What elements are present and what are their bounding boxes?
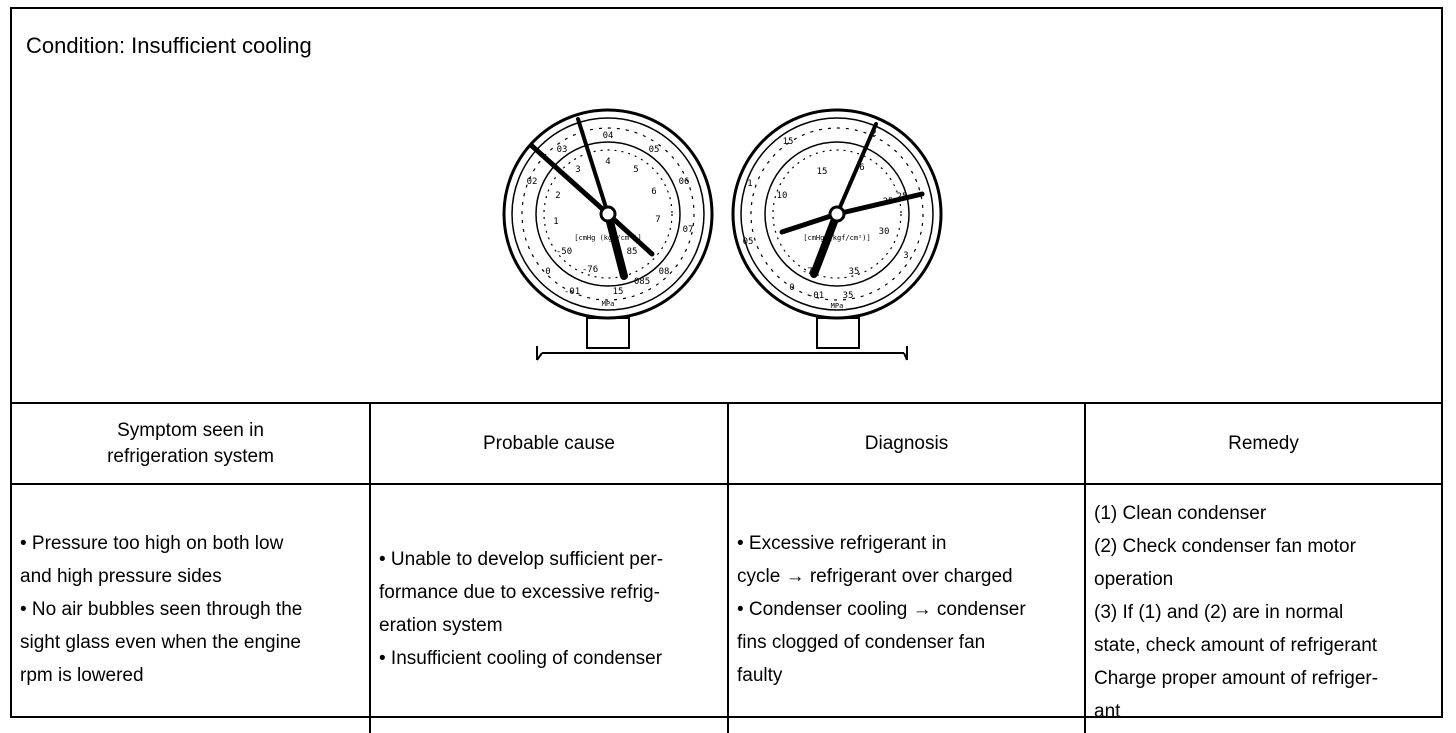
low-outer-label: 08 (659, 267, 670, 277)
low-inner-label: -76 (582, 265, 598, 275)
high-outer-label: 05 (743, 237, 754, 247)
low-unit-band: [cmHg (kgf/cm²)] (574, 234, 641, 242)
low-inner-label: 4 (605, 157, 610, 167)
high-gauge-needles (779, 122, 925, 278)
low-outer-label: 06 (679, 177, 690, 187)
header-probable-cause: Probable cause (369, 404, 729, 485)
high-inner-label: 30 (879, 227, 890, 237)
high-inner-label: 6 (859, 163, 864, 173)
low-outer-label: 0 (545, 267, 550, 277)
high-outer-label: 3 (903, 251, 908, 261)
low-outer-label: 02 (527, 177, 538, 187)
high-outer-label: 15 (783, 137, 794, 147)
high-inner-label: 10 (777, 191, 788, 201)
low-outer-label: 03 (557, 145, 568, 155)
table-header-row: Symptom seen in refrigeration system Pro… (12, 404, 1441, 485)
condition-panel: Condition: Insufficient cooling (12, 9, 1441, 404)
header-diagnosis: Diagnosis (727, 404, 1086, 485)
header-remedy: Remedy (1084, 404, 1441, 485)
header-symptom: Symptom seen in refrigeration system (12, 404, 371, 485)
symptom-cell: • Pressure too high on both low and high… (12, 483, 371, 733)
manifold-gauge-illustration: 02 03 04 05 06 07 08 0 -01 15 085 2 3 4 … (502, 108, 943, 361)
high-mpa-label: MPa (831, 302, 844, 310)
high-inner-label: -76 (802, 267, 818, 277)
low-pressure-gauge: 02 03 04 05 06 07 08 0 -01 15 085 2 3 4 … (502, 108, 714, 320)
table-row: • Pressure too high on both low and high… (12, 483, 1441, 733)
remedy-cell: (1) Clean condenser (2) Check condenser … (1084, 483, 1441, 733)
manifold-base (536, 346, 908, 361)
high-outer-label: 0 (789, 283, 794, 293)
low-inner-label: -50 (556, 247, 572, 257)
low-outer-label: -01 (564, 287, 580, 297)
low-inner-label: 1 (553, 217, 558, 227)
low-outer-label: 15 (613, 287, 624, 297)
diagnosis-table: Symptom seen in refrigeration system Pro… (12, 404, 1441, 733)
low-outer-label: 07 (683, 225, 694, 235)
probable-cause-cell: • Unable to develop sufficient per- form… (369, 483, 729, 733)
diagnosis-cell: • Excessive refrigerant in cycle → refri… (727, 483, 1086, 733)
low-outer-label: 04 (603, 131, 614, 141)
low-outer-label: 05 (649, 145, 660, 155)
high-outer-label: -01 (808, 291, 824, 301)
low-inner-label: 85 (627, 247, 638, 257)
high-outer-label: 1 (747, 179, 752, 189)
low-inner-label: 2 (555, 191, 560, 201)
low-inner-label: 7 (655, 215, 660, 225)
low-mpa-label: MPa (602, 300, 615, 308)
low-inner-label: 5 (633, 165, 638, 175)
high-inner-label: 15 (817, 167, 828, 177)
condition-title: Condition: Insufficient cooling (26, 33, 312, 58)
low-gauge-needles (529, 117, 655, 280)
high-inner-label: 35 (849, 267, 860, 277)
high-outer-label: 2 (871, 129, 876, 139)
troubleshooting-sheet: Condition: Insufficient cooling (10, 7, 1443, 733)
high-pressure-gauge: 15 2 25 1 05 0 -01 35 3 15 6 10 25 30 35… (731, 108, 943, 320)
high-unit-band: [cmHg (kgf/cm²)] (803, 234, 870, 242)
low-inner-label: 6 (651, 187, 656, 197)
low-outer-label: 085 (634, 277, 650, 287)
low-inner-label: 3 (575, 165, 580, 175)
high-outer-label: 35 (843, 291, 854, 301)
